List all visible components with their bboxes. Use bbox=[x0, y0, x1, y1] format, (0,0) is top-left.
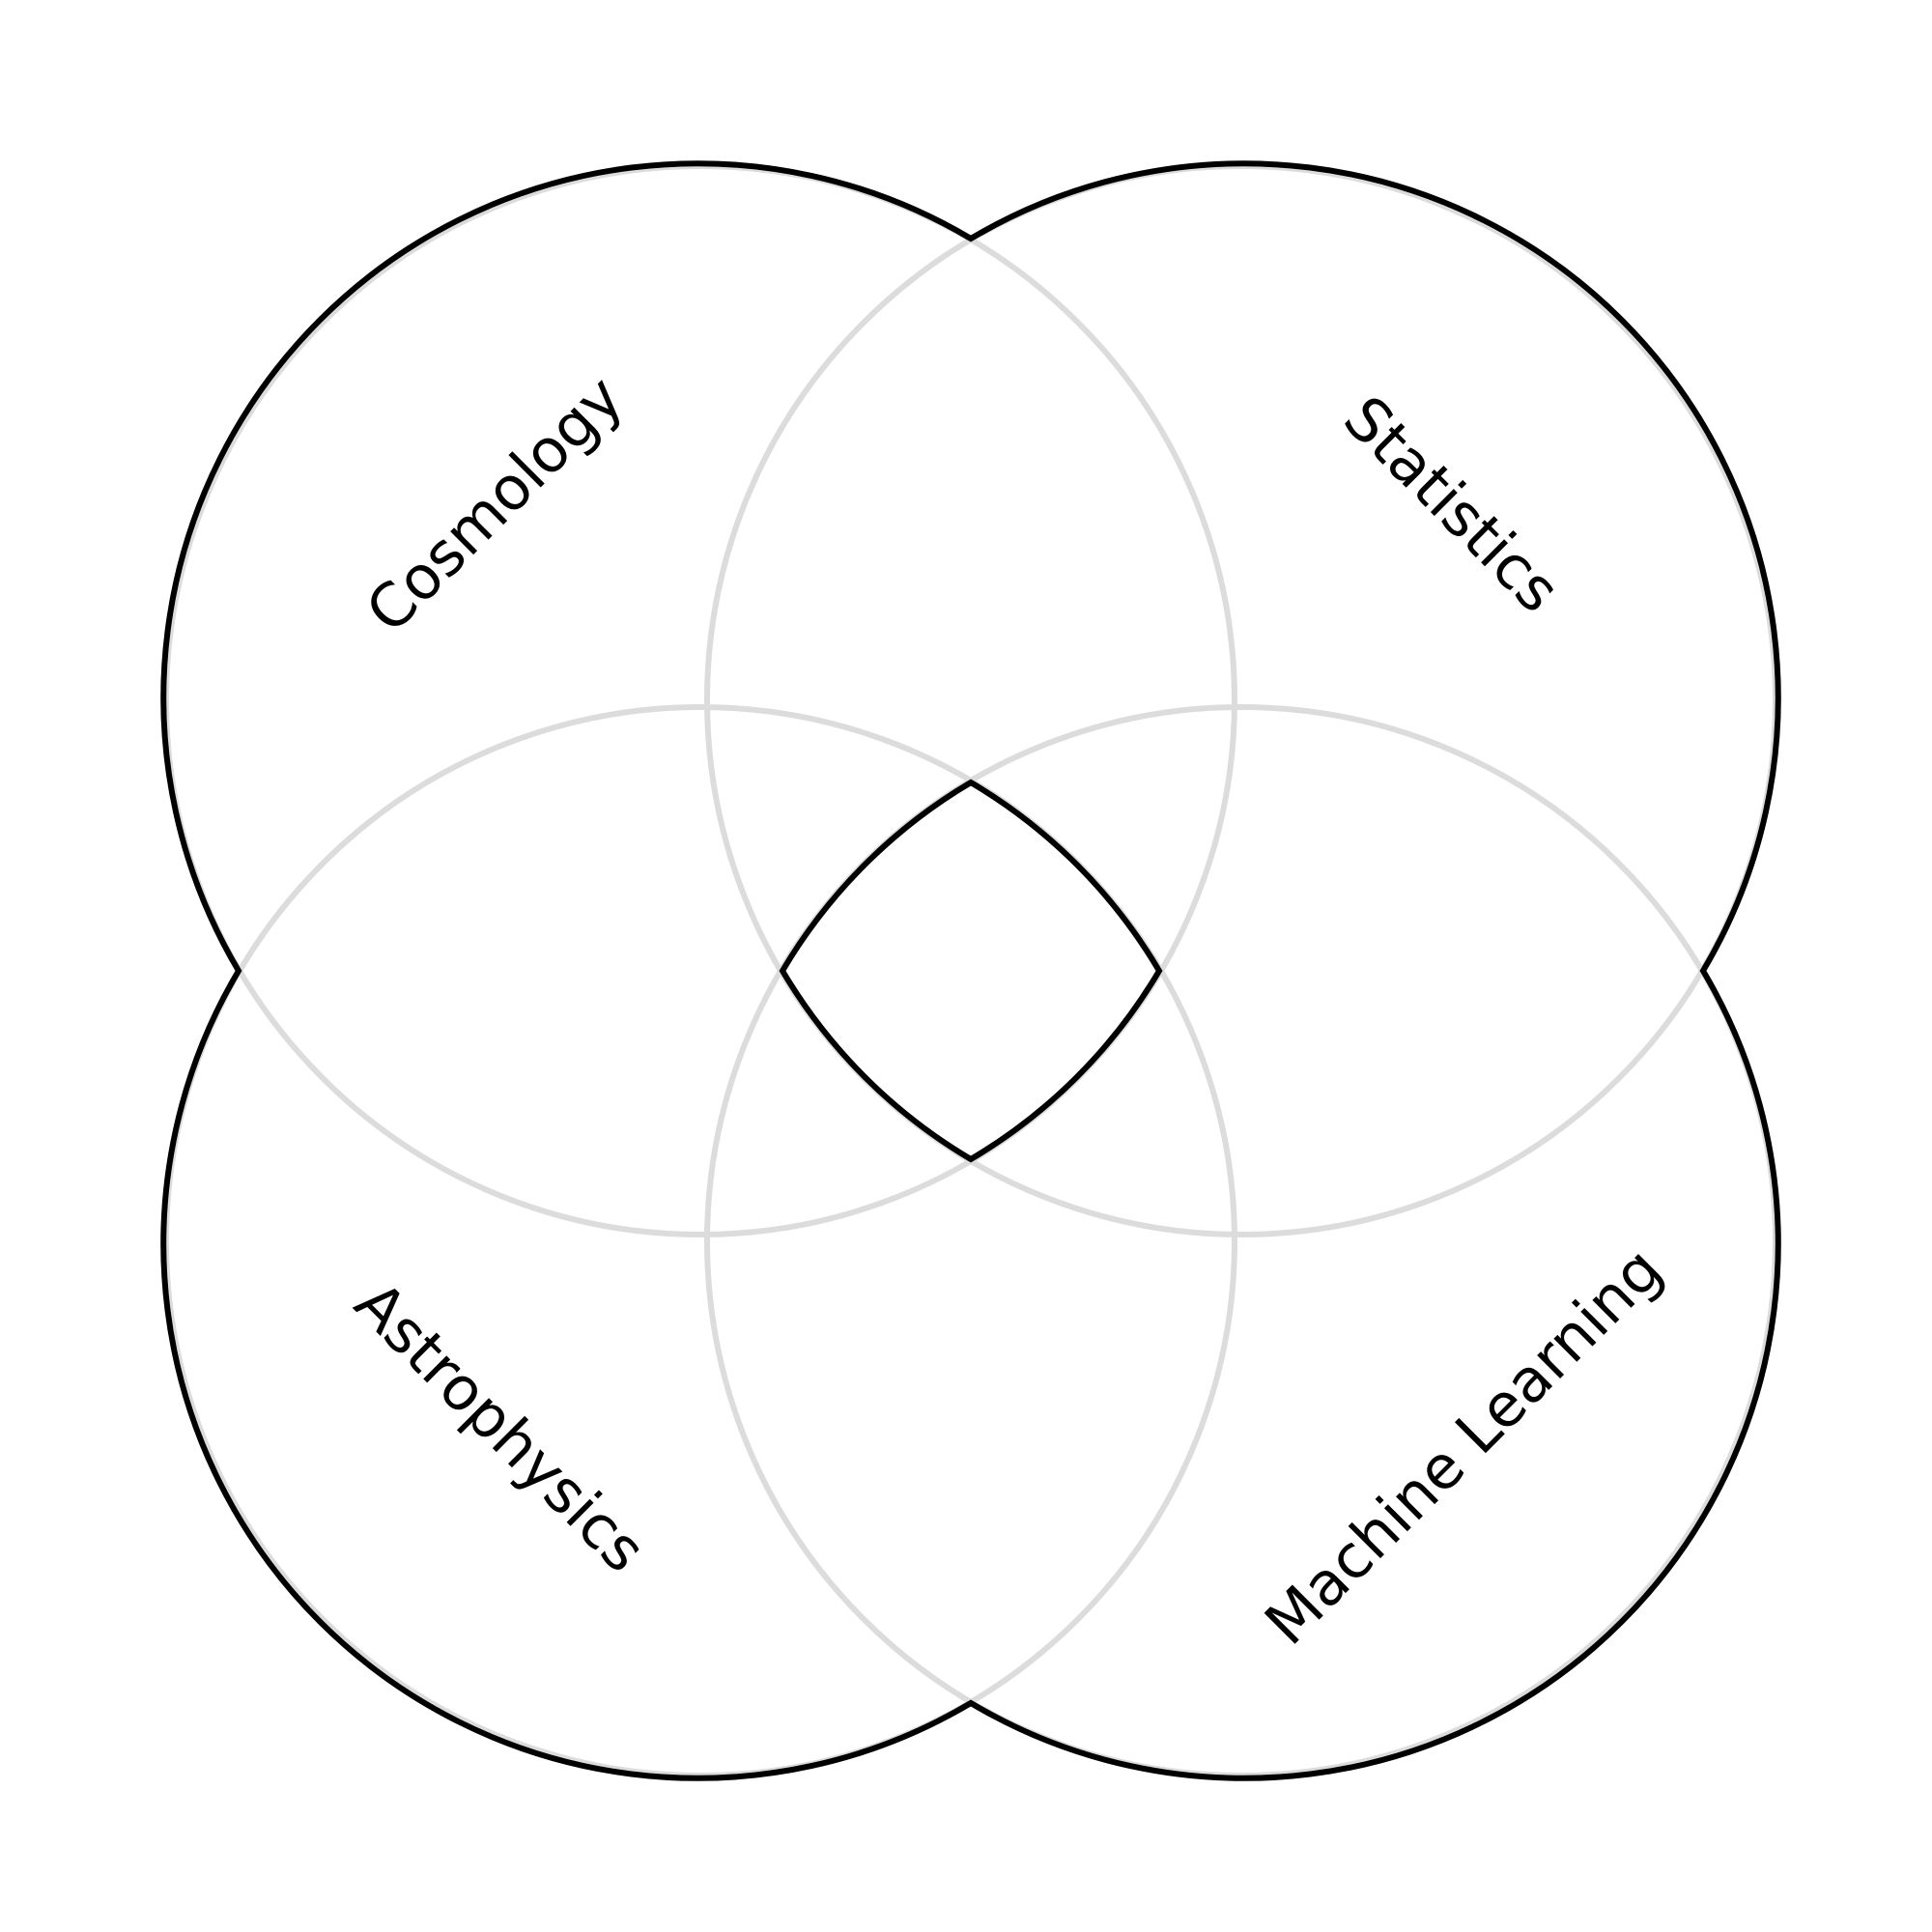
circle-cosmology bbox=[163, 163, 1237, 1237]
label-statistics: Statistics bbox=[1330, 383, 1574, 626]
label-astrophysics: Astrophysics bbox=[342, 1267, 660, 1585]
circle-astrophysics bbox=[163, 704, 1237, 1778]
circle-statistics bbox=[704, 163, 1778, 1237]
label-cosmology: Cosmology bbox=[353, 362, 637, 646]
label-machine-learning: Machine Learning bbox=[1251, 1234, 1675, 1658]
union-outline bbox=[160, 160, 1781, 1781]
circle-machine-learning bbox=[704, 704, 1778, 1778]
center-intersection-outline bbox=[779, 779, 1163, 1163]
